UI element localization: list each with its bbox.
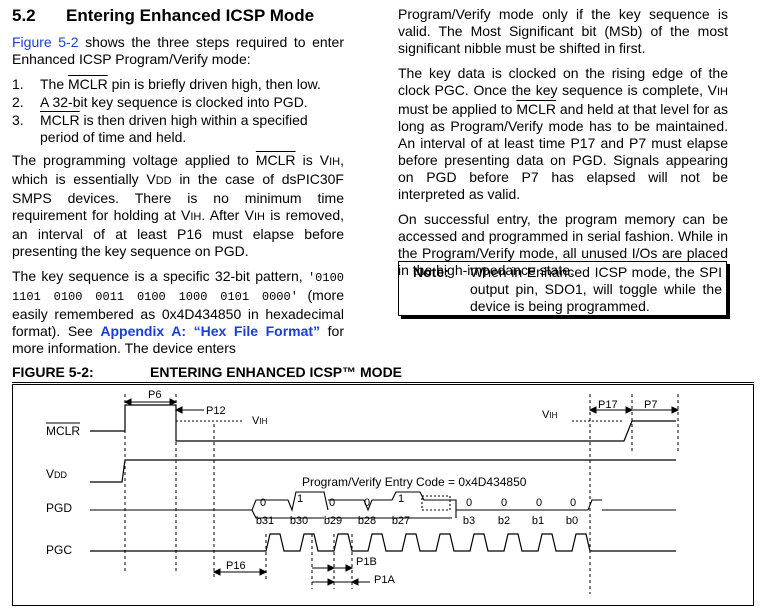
pgc-label: PGC bbox=[46, 543, 72, 557]
pgd-label: PGD bbox=[46, 501, 72, 515]
pgd-waveform bbox=[90, 491, 676, 519]
pgc-waveform bbox=[90, 533, 676, 552]
bit-value: 0 bbox=[570, 497, 576, 509]
intro-paragraph: Figure 5-2 shows the three steps require… bbox=[12, 34, 344, 68]
timing-labels: P6 P12 P17 P7 P16 P1B P1A bbox=[148, 389, 657, 586]
bit-label: b28 bbox=[358, 515, 376, 527]
bit-value: 1 bbox=[297, 493, 303, 505]
steps-list: 1.The MCLR pin is briefly driven high, t… bbox=[12, 76, 344, 146]
bit-label: b1 bbox=[532, 515, 544, 527]
timing-arrows bbox=[123, 398, 680, 586]
msb-paragraph: Program/Verify mode only if the key sequ… bbox=[398, 6, 728, 56]
note-box: Note: When in Enhanced ICSP mode, the SP… bbox=[398, 261, 727, 316]
list-item: 3.MCLR is then driven high within a spec… bbox=[12, 112, 308, 145]
p1b-label: P1B bbox=[356, 556, 377, 568]
p17-label: P17 bbox=[598, 399, 618, 411]
clock-paragraph: The key data is clocked on the rising ed… bbox=[398, 65, 729, 202]
vdd-label: VDD bbox=[46, 467, 68, 481]
pgd-bit-values: 0 1 0 0 1 0 0 0 0 bbox=[260, 493, 576, 509]
list-item: 1.The MCLR pin is briefly driven high, t… bbox=[12, 76, 321, 92]
p7-label: P7 bbox=[644, 399, 657, 411]
entry-paragraph: On successful entry, the program memory … bbox=[398, 211, 728, 278]
intro-text: shows the three steps required to enter … bbox=[12, 34, 344, 67]
bit-label: b3 bbox=[463, 515, 475, 527]
pgd-bit-labels: b31 b30 b29 b28 b27 b3 b2 b1 b0 bbox=[256, 515, 578, 527]
timing-diagram: MCLR VDD PGD PGC VIH VIH Program/Verify … bbox=[12, 384, 754, 606]
section-number: 5.2 bbox=[12, 6, 36, 25]
voltage-paragraph: The programming voltage applied to MCLR … bbox=[12, 152, 344, 259]
bit-value: 0 bbox=[260, 497, 266, 509]
entry-code-label: Program/Verify Entry Code = 0x4D434850 bbox=[302, 475, 527, 489]
figure-label: FIGURE 5-2: bbox=[12, 364, 94, 380]
vdd-waveform bbox=[90, 459, 676, 483]
mclr-label: MCLR bbox=[46, 424, 80, 438]
bit-value: 1 bbox=[398, 493, 404, 505]
note-text: When in Enhanced ICSP mode, the SPI outp… bbox=[470, 264, 722, 314]
bit-label: b2 bbox=[498, 515, 510, 527]
figure-border bbox=[12, 384, 754, 606]
figure-title: ENTERING ENHANCED ICSP™ MODE bbox=[150, 364, 403, 380]
bit-label: b0 bbox=[566, 515, 578, 527]
bit-label: b30 bbox=[290, 515, 308, 527]
appendix-link[interactable]: Appendix A: “Hex File Format” bbox=[100, 323, 321, 339]
section-title: Entering Enhanced ICSP Mode bbox=[66, 6, 315, 25]
vih-label: VIH bbox=[252, 415, 268, 427]
note-label: Note: bbox=[413, 264, 449, 280]
bit-value: 0 bbox=[466, 497, 472, 509]
bit-label: b31 bbox=[256, 515, 274, 527]
bit-value: 0 bbox=[501, 497, 507, 509]
figure-link[interactable]: Figure 5-2 bbox=[12, 34, 79, 50]
key-sequence-paragraph: The key sequence is a specific 32-bit pa… bbox=[12, 268, 345, 356]
bit-value: 0 bbox=[364, 497, 370, 509]
bit-label: b29 bbox=[324, 515, 342, 527]
p12-label: P12 bbox=[206, 405, 226, 417]
bit-value: 0 bbox=[329, 497, 335, 509]
figure-rule bbox=[12, 382, 754, 383]
left-column: Figure 5-2 shows the three steps require… bbox=[12, 34, 344, 365]
p6-label: P6 bbox=[148, 389, 161, 401]
right-column: Program/Verify mode only if the key sequ… bbox=[398, 6, 728, 287]
p1a-label: P1A bbox=[374, 574, 395, 586]
bit-label: b27 bbox=[392, 515, 410, 527]
p16-label: P16 bbox=[226, 560, 246, 572]
vih-label-2: VIH bbox=[542, 409, 558, 421]
bit-value: 0 bbox=[536, 497, 542, 509]
timing-markers bbox=[124, 394, 679, 594]
list-item: 2.A 32-bit key sequence is clocked into … bbox=[12, 94, 308, 110]
